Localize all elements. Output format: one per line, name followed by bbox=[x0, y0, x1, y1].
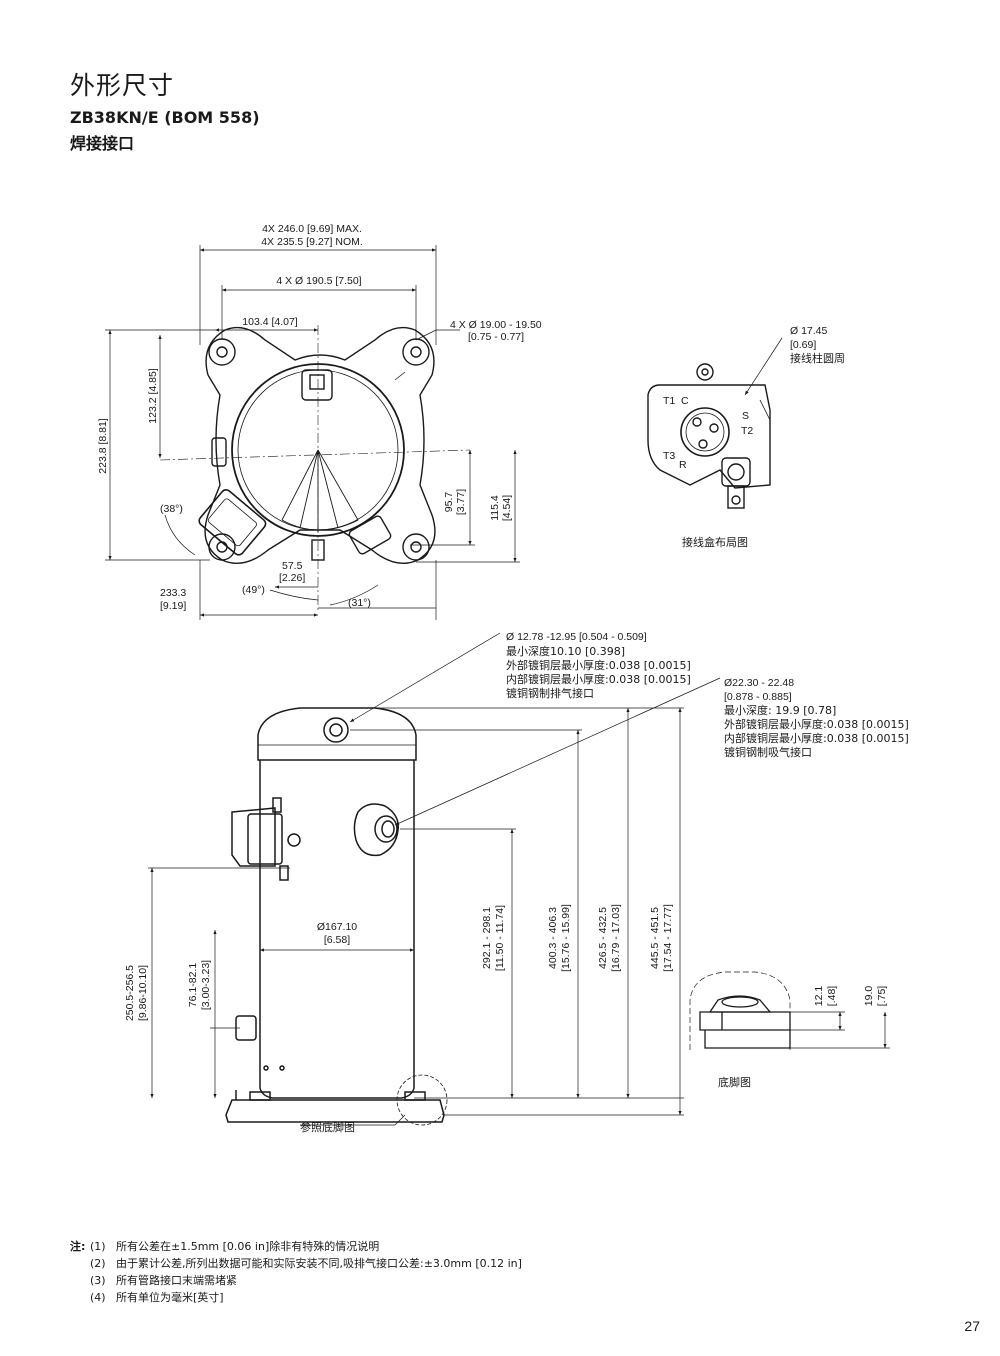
top-view bbox=[159, 325, 471, 610]
terminal-s-label: S bbox=[742, 410, 749, 422]
compressor-dome bbox=[257, 707, 417, 761]
height-292-inch-text: [11.50 - 11.74] bbox=[494, 905, 506, 971]
foot-dim-12-text: 12.1 bbox=[813, 986, 825, 1007]
side-view bbox=[225, 707, 448, 1126]
discharge-spec-5: 镀铜钢制排气接口 bbox=[506, 686, 594, 700]
angle-38-text: (38°) bbox=[160, 503, 183, 515]
notes-label: 注: bbox=[70, 1240, 86, 1253]
height-445-inch-text: [17.54 - 17.77] bbox=[662, 904, 674, 972]
connection-type-label: 焊接接口 bbox=[70, 134, 135, 153]
height-76-text: 76.1-82.1 bbox=[187, 963, 199, 1008]
foot-detail-dimensions bbox=[790, 1011, 890, 1049]
post-diameter-inch-text: [0.69] bbox=[790, 339, 816, 351]
dim-103-text: 103.4 [4.07] bbox=[242, 316, 298, 328]
height-426-text: 426.5 - 432.5 bbox=[597, 907, 609, 969]
foot-dim-12-inch-text: [.48] bbox=[826, 986, 838, 1007]
foot-dim-19-text: 19.0 bbox=[863, 986, 875, 1007]
discharge-spec-2: 最小深度10.10 [0.398] bbox=[506, 644, 625, 658]
dim-115-text: 115.4 bbox=[489, 495, 501, 521]
terminal-box-layout bbox=[647, 337, 783, 509]
mounting-plate bbox=[204, 326, 436, 564]
terminal-box-caption: 接线盒布局图 bbox=[682, 535, 748, 549]
dim-95-inch-text: [3.77] bbox=[455, 489, 467, 515]
suction-spec-2: [0.878 - 0.885] bbox=[724, 691, 792, 703]
post-circle-caption: 接线柱圆周 bbox=[790, 351, 845, 365]
height-426-inch-text: [16.79 - 17.03] bbox=[610, 904, 622, 972]
dim-nom-text: 4X 235.5 [9.27] NOM. bbox=[261, 236, 363, 248]
note-item: (4)所有单位为毫米[英寸] bbox=[90, 1291, 224, 1304]
height-445-text: 445.5 - 451.5 bbox=[649, 907, 661, 969]
post-diameter-text: Ø 17.45 bbox=[790, 325, 828, 337]
suction-spec-6: 镀铜钢制吸气接口 bbox=[724, 745, 812, 759]
height-400-text: 400.3 - 406.3 bbox=[547, 907, 559, 969]
notes: 注:(1)所有公差在±1.5mm [0.06 in]除非有特殊的情况说明 (2)… bbox=[70, 1238, 522, 1306]
terminal-r-label: R bbox=[679, 459, 687, 471]
page-number: 27 bbox=[964, 1318, 980, 1334]
dim-233-inch-text: [9.19] bbox=[160, 600, 186, 612]
foot-detail bbox=[689, 971, 791, 1050]
discharge-spec-3: 外部镀铜层最小厚度:0.038 [0.0015] bbox=[506, 658, 691, 672]
body-diameter-text: Ø167.10 bbox=[317, 921, 357, 933]
reference-foot-label: 参照底脚图 bbox=[300, 1120, 355, 1134]
terminal-t1-label: T1 bbox=[663, 395, 675, 407]
dim-57-inch-text: [2.26] bbox=[279, 572, 305, 584]
height-292-text: 292.1 - 298.1 bbox=[481, 907, 493, 969]
dim-95-text: 95.7 bbox=[443, 492, 455, 513]
angle-49-text: (49°) bbox=[242, 584, 265, 596]
note-item: (2)由于累计公差,所列出数据可能和实际安装不同,吸排气接口公差:±3.0mm … bbox=[90, 1257, 522, 1270]
note-item: (3)所有管路接口末端需堵紧 bbox=[90, 1274, 237, 1287]
discharge-spec-4: 内部镀铜层最小厚度:0.038 [0.0015] bbox=[506, 672, 691, 686]
suction-spec-4: 外部镀铜层最小厚度:0.038 [0.0015] bbox=[724, 717, 909, 731]
base-plate bbox=[225, 1099, 445, 1123]
note-item: 注:(1)所有公差在±1.5mm [0.06 in]除非有特殊的情况说明 bbox=[70, 1240, 380, 1253]
dim-max-text: 4X 246.0 [9.69] MAX. bbox=[262, 223, 362, 235]
dim-233-text: 233.3 bbox=[160, 587, 186, 599]
suction-spec-5: 内部镀铜层最小厚度:0.038 [0.0015] bbox=[724, 731, 909, 745]
suction-spec-1: Ø22.30 - 22.48 bbox=[724, 677, 794, 689]
suction-fitting bbox=[353, 803, 399, 857]
top-view-dimensions bbox=[105, 245, 520, 620]
page-title: 外形尺寸 bbox=[70, 71, 175, 100]
height-250-inch-text: [9.86-10.10] bbox=[137, 965, 149, 1021]
dim-115-inch-text: [4.54] bbox=[501, 495, 513, 521]
foot-dim-19-inch-text: [.75] bbox=[876, 986, 888, 1007]
dim-223-text: 223.8 [8.81] bbox=[97, 418, 109, 474]
discharge-fitting bbox=[323, 717, 349, 743]
height-250-text: 250.5-256.5 bbox=[124, 965, 136, 1021]
hole-size-inch-text: [0.75 - 0.77] bbox=[468, 331, 524, 343]
hole-size-text: 4 X Ø 19.00 - 19.50 bbox=[450, 319, 542, 331]
dim-bolt-circle-text: 4 X Ø 190.5 [7.50] bbox=[276, 275, 361, 287]
dim-57-text: 57.5 bbox=[282, 560, 303, 572]
dim-123-text: 123.2 [4.85] bbox=[147, 368, 159, 424]
height-400-inch-text: [15.76 - 15.99] bbox=[560, 904, 572, 972]
side-view-dimensions bbox=[148, 632, 721, 1126]
foot-detail-caption: 底脚图 bbox=[718, 1075, 751, 1089]
discharge-spec-1: Ø 12.78 -12.95 [0.504 - 0.509] bbox=[506, 631, 647, 643]
terminal-c-label: C bbox=[681, 395, 689, 407]
angle-31-text: (31°) bbox=[348, 597, 371, 609]
terminal-t3-label: T3 bbox=[663, 450, 675, 462]
model-label: ZB38KN/E (BOM 558) bbox=[70, 108, 260, 127]
terminal-t2-label: T2 bbox=[741, 425, 753, 437]
suction-spec-3: 最小深度: 19.9 [0.78] bbox=[724, 703, 836, 717]
height-76-inch-text: [3.00-3.23] bbox=[200, 960, 212, 1010]
body-diameter-inch-text: [6.58] bbox=[324, 934, 350, 946]
